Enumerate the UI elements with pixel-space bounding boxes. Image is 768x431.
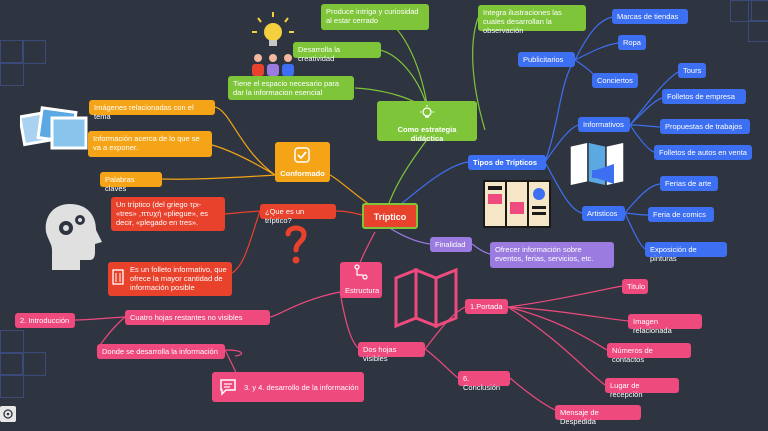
flow-icon: [354, 264, 368, 280]
brochure-megaphone-icon: [569, 141, 625, 187]
conformado-item-imagenes[interactable]: Imágenes relacionadas con el tema: [89, 100, 215, 121]
finalidad-item[interactable]: Ofrecer información sobre eventos, feria…: [490, 242, 614, 268]
estructura-desarrollo[interactable]: 3. y 4. desarrollo de la información: [212, 372, 364, 402]
photos-icon: [20, 106, 88, 150]
estructura-title[interactable]: Estructura: [340, 262, 382, 298]
estructura-introduccion[interactable]: 2. Introducción: [15, 313, 75, 328]
grid-decoration: [0, 62, 24, 86]
portada-recepcion[interactable]: Lugar de recepción: [605, 378, 679, 399]
informativos-empresa[interactable]: Folletos de empresa: [662, 89, 746, 104]
grid-decoration: [22, 352, 46, 376]
estructura-cuatro-hojas[interactable]: Cuatro hojas restantes no visibles: [125, 310, 270, 325]
conclusion-title[interactable]: 6. Conclusión: [458, 371, 510, 392]
strategy-item-creatividad[interactable]: Desarrolla la creatividad: [293, 42, 381, 63]
conformado-item-palabras[interactable]: Palabras claves: [100, 172, 162, 193]
que-es-title[interactable]: ¿Que es un tríptico?: [260, 204, 336, 225]
portada-imagen[interactable]: Imagen relacionada: [628, 314, 702, 335]
informativos-autos[interactable]: Folletos de autos en venta: [654, 145, 752, 160]
tipos-publicitarios[interactable]: Publicitarios: [518, 52, 575, 67]
que-es-item-folleto[interactable]: Es un folleto informativo, que ofrece la…: [108, 262, 232, 296]
artisticos-feria-comics[interactable]: Feria de comics: [648, 207, 714, 222]
strategy-title[interactable]: Como estrategia didáctica: [377, 101, 477, 143]
target-icon: [3, 409, 13, 419]
artisticos-pinturas[interactable]: Exposición de pinturas: [645, 242, 727, 263]
artisticos-ferias-arte[interactable]: Ferias de arte: [660, 176, 718, 191]
tipos-informativos[interactable]: Informativos: [578, 117, 630, 132]
strategy-item-espacio[interactable]: Tiene el espacio necesario para dar la i…: [228, 76, 354, 100]
grid-decoration: [730, 0, 752, 22]
publicitarios-conciertos[interactable]: Conciertos: [592, 73, 638, 88]
grid-decoration: [0, 330, 24, 354]
question-mark-icon: [285, 225, 307, 264]
trifold-icon: [394, 268, 458, 328]
portada-title[interactable]: 1.Portada: [465, 299, 508, 314]
que-es-item-definicion[interactable]: Un tríptico (del griego τρι- «tres» ,πτυ…: [111, 197, 225, 231]
grid-decoration: [748, 0, 768, 22]
lightbulb-small-icon: [420, 105, 434, 118]
conclusion-mensaje[interactable]: Mensaje de Despedida: [555, 405, 641, 426]
informativos-tours[interactable]: Tours: [678, 63, 706, 78]
tipos-title[interactable]: Tipos de Trípticos: [468, 155, 546, 170]
portada-titulo[interactable]: Titulo: [622, 279, 648, 294]
grid-decoration: [0, 374, 24, 398]
publicitarios-ropa[interactable]: Ropa: [618, 35, 646, 50]
strategy-item-ilustraciones[interactable]: Integra ilustraciones las cuales desarro…: [478, 5, 586, 35]
informativos-propuestas[interactable]: Propuestas de trabajos: [660, 119, 750, 134]
flyer-icon: [483, 180, 551, 228]
estructura-donde[interactable]: Donde se desarrolla la información: [97, 344, 225, 359]
estructura-dos-hojas[interactable]: Dos hojas visibles: [358, 342, 425, 363]
fit-view-button[interactable]: [0, 406, 16, 422]
portada-contactos[interactable]: Números de contactos: [607, 343, 691, 364]
central-topic[interactable]: Tríptico: [362, 203, 418, 229]
grid-decoration: [0, 40, 24, 64]
grid-decoration: [748, 20, 768, 42]
idea-people-icon: [252, 12, 294, 76]
grid-decoration: [22, 40, 46, 64]
checkbox-icon: [294, 147, 310, 163]
tipos-artisticos[interactable]: Artisticos: [582, 206, 625, 221]
grid-decoration: [0, 352, 24, 376]
publicitarios-marcas[interactable]: Marcas de tiendas: [612, 9, 688, 24]
strategy-item-intriga[interactable]: Produce intriga y curiosidad al estar ce…: [321, 4, 429, 30]
conformado-item-informacion[interactable]: Información acerca de lo que se va a exp…: [88, 131, 212, 157]
building-icon: [112, 269, 124, 285]
finalidad-title[interactable]: Finalidad: [430, 237, 472, 252]
head-gears-icon: [45, 204, 102, 270]
chat-icon: [220, 379, 236, 396]
